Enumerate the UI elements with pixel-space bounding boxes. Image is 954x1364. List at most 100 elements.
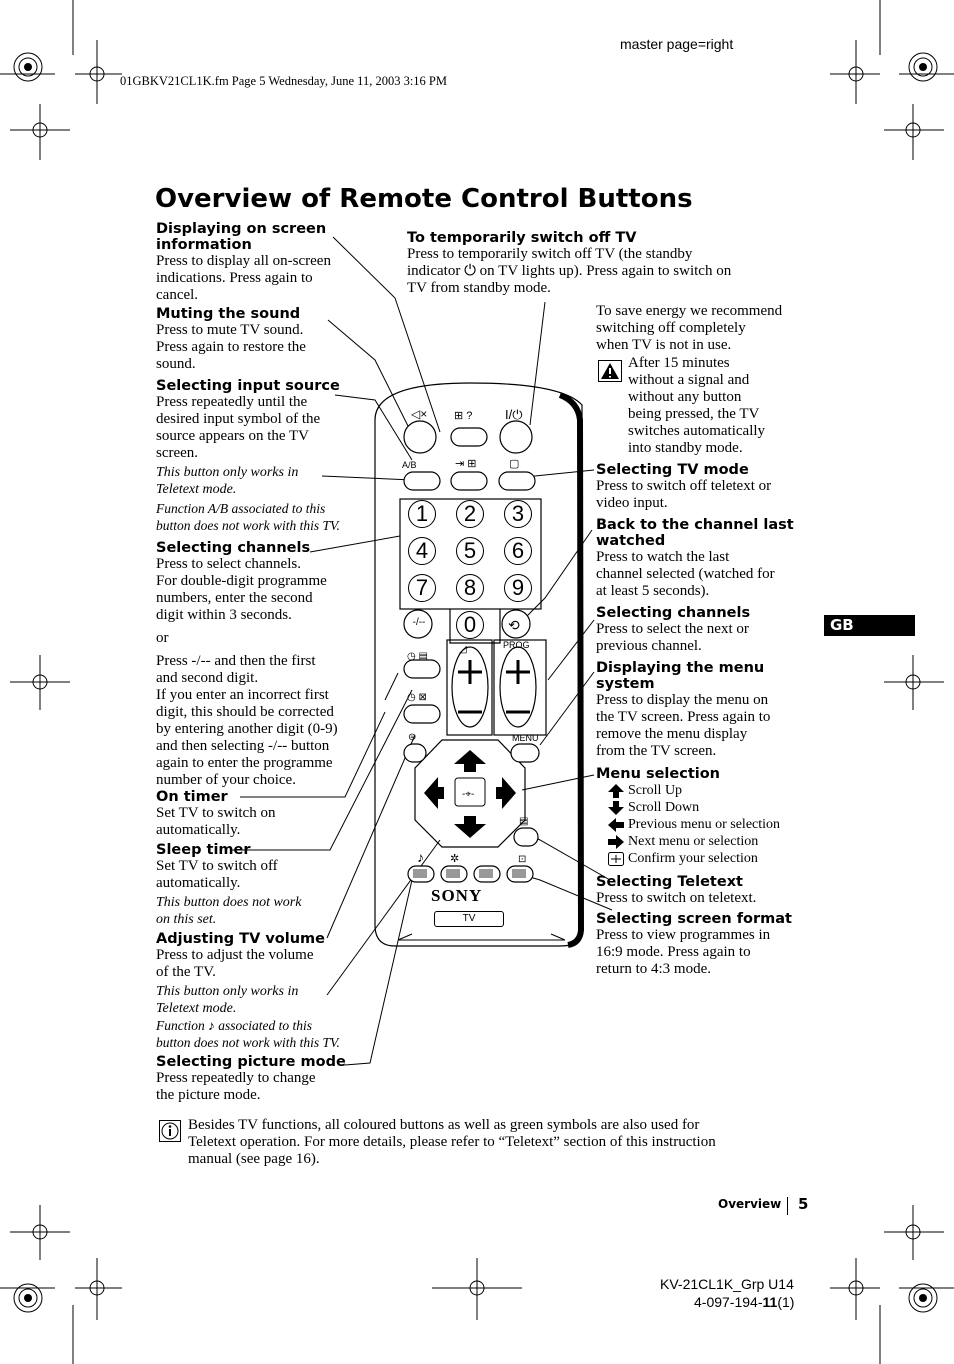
block-on-timer: On timer Set TV to switch on automatical… [156, 789, 275, 839]
block-energy-warning: After 15 minutes without a signal and wi… [628, 355, 765, 457]
text: Teletext operation. For more details, pl… [188, 1134, 716, 1150]
svg-text:-⌖-: -⌖- [462, 789, 474, 800]
heading: Menu selection [596, 766, 721, 782]
block-mute: Muting the sound Press to mute TV sound.… [156, 306, 306, 373]
heading: Selecting TV mode [596, 462, 749, 478]
legend-scroll-up: Scroll Up [608, 782, 780, 799]
remote-menu-label: MENU [512, 733, 539, 743]
text: screen. [156, 445, 199, 461]
footer-code-prefix: 4-097-194- [694, 1294, 763, 1310]
language-tab: GB [824, 615, 915, 636]
svg-text:◷ ⊠: ◷ ⊠ [407, 692, 427, 703]
remote-digit-9[interactable]: 9 [504, 574, 532, 602]
text: Press to switch off teletext or [596, 478, 772, 494]
block-teletext: Selecting Teletext Press to switch on te… [596, 874, 756, 907]
remote-prog-label: PROG [503, 640, 530, 650]
text: again to enter the programme [156, 755, 333, 771]
block-menu: Displaying the menu system Press to disp… [596, 660, 770, 760]
text: automatically. [156, 822, 241, 838]
heading: To temporarily switch off TV [407, 230, 637, 246]
arrow-up-icon [608, 783, 624, 798]
info-icon [159, 1120, 181, 1142]
text: numbers, enter the second [156, 590, 313, 606]
block-volume: Adjusting TV volume Press to adjust the … [156, 931, 340, 1051]
block-tv-mode: Selecting TV mode Press to switch off te… [596, 462, 771, 512]
text: remove the menu display [596, 726, 748, 742]
arrow-down-icon [608, 800, 624, 815]
svg-text:◿: ◿ [459, 644, 467, 655]
text: manual (see page 16). [188, 1151, 320, 1167]
text: Press repeatedly to change [156, 1070, 316, 1086]
note: button does not work with this TV. [156, 1035, 340, 1050]
footer-code-bold: 11 [762, 1294, 778, 1310]
text: by entering another digit (0-9) [156, 721, 338, 737]
svg-text:▢: ▢ [509, 458, 519, 470]
block-prog: Selecting channels Press to select the n… [596, 605, 750, 655]
text: Confirm your selection [628, 851, 758, 866]
remote-digit-0[interactable]: 0 [456, 611, 484, 639]
text: and second digit. [156, 670, 259, 686]
text: Press to select the next or [596, 621, 749, 637]
svg-text:I/⏻: I/⏻ [505, 407, 523, 422]
remote-digit-3[interactable]: 3 [504, 500, 532, 528]
text: Press to display the menu on [596, 692, 769, 708]
text: 16:9 mode. Press again to [596, 944, 751, 960]
text: channel selected (watched for [596, 566, 775, 582]
text: indicator ⏻ on TV lights up). Press agai… [407, 263, 732, 279]
text: source appears on the TV [156, 428, 310, 444]
remote-tv-label[interactable]: TV [434, 911, 504, 927]
text: digit within 3 seconds. [156, 607, 292, 623]
text: from the TV screen. [596, 743, 717, 759]
text: when TV is not in use. [596, 337, 732, 353]
svg-text:✲: ✲ [450, 853, 459, 865]
heading: system [596, 676, 655, 692]
text: the TV screen. Press again to [596, 709, 771, 725]
text: For double-digit programme [156, 573, 327, 589]
text: number of your choice. [156, 772, 296, 788]
text: switching off completely [596, 320, 746, 336]
master-page-label: master page=right [620, 36, 734, 52]
heading: Sleep timer [156, 842, 251, 858]
heading: Selecting channels [156, 540, 311, 556]
svg-text:♪: ♪ [417, 849, 424, 865]
text: TV from standby mode. [407, 280, 551, 296]
heading: Displaying the menu [596, 660, 765, 676]
text: Press to display all on-screen [156, 253, 331, 269]
remote-digit-5[interactable]: 5 [456, 537, 484, 565]
note: button does not work with this TV. [156, 518, 340, 533]
legend-next: Next menu or selection [608, 833, 780, 850]
heading: Muting the sound [156, 306, 301, 322]
note: Teletext mode. [156, 1001, 237, 1016]
remote-digit-1[interactable]: 1 [408, 500, 436, 528]
svg-text:▤: ▤ [519, 816, 528, 827]
warning-icon [598, 360, 622, 382]
footer-code: 4-097-194-11(1) [694, 1294, 794, 1310]
text: without any button [628, 389, 742, 405]
heading: Selecting screen format [596, 911, 792, 927]
text: After 15 minutes [628, 355, 730, 371]
legend-previous: Previous menu or selection [608, 816, 780, 833]
heading: watched [596, 533, 666, 549]
text: and then selecting -/-- button [156, 738, 330, 754]
svg-text:◷ ▤: ◷ ▤ [407, 651, 428, 662]
text: Press to switch on teletext. [596, 890, 757, 906]
text: Press to adjust the volume [156, 947, 314, 963]
text: Press repeatedly until the [156, 394, 308, 410]
text: Press to select channels. [156, 556, 301, 572]
text: digit, this should be corrected [156, 704, 334, 720]
remote-digit-8[interactable]: 8 [456, 574, 484, 602]
text: switches automatically [628, 423, 766, 439]
file-info: 01GBKV21CL1K.fm Page 5 Wednesday, June 1… [120, 74, 447, 88]
heading: Selecting picture mode [156, 1054, 346, 1070]
remote-digit-4[interactable]: 4 [408, 537, 436, 565]
block-input: Selecting input source Press repeatedly … [156, 378, 340, 534]
text: Set TV to switch off [156, 858, 278, 874]
note: Teletext mode. [156, 482, 237, 497]
remote-digit-6[interactable]: 6 [504, 537, 532, 565]
heading: Selecting Teletext [596, 874, 743, 890]
text: indications. Press again to [156, 270, 313, 286]
remote-dash-label: -/-- [412, 617, 426, 628]
remote-digit-7[interactable]: 7 [408, 574, 436, 602]
remote-digit-2[interactable]: 2 [456, 500, 484, 528]
